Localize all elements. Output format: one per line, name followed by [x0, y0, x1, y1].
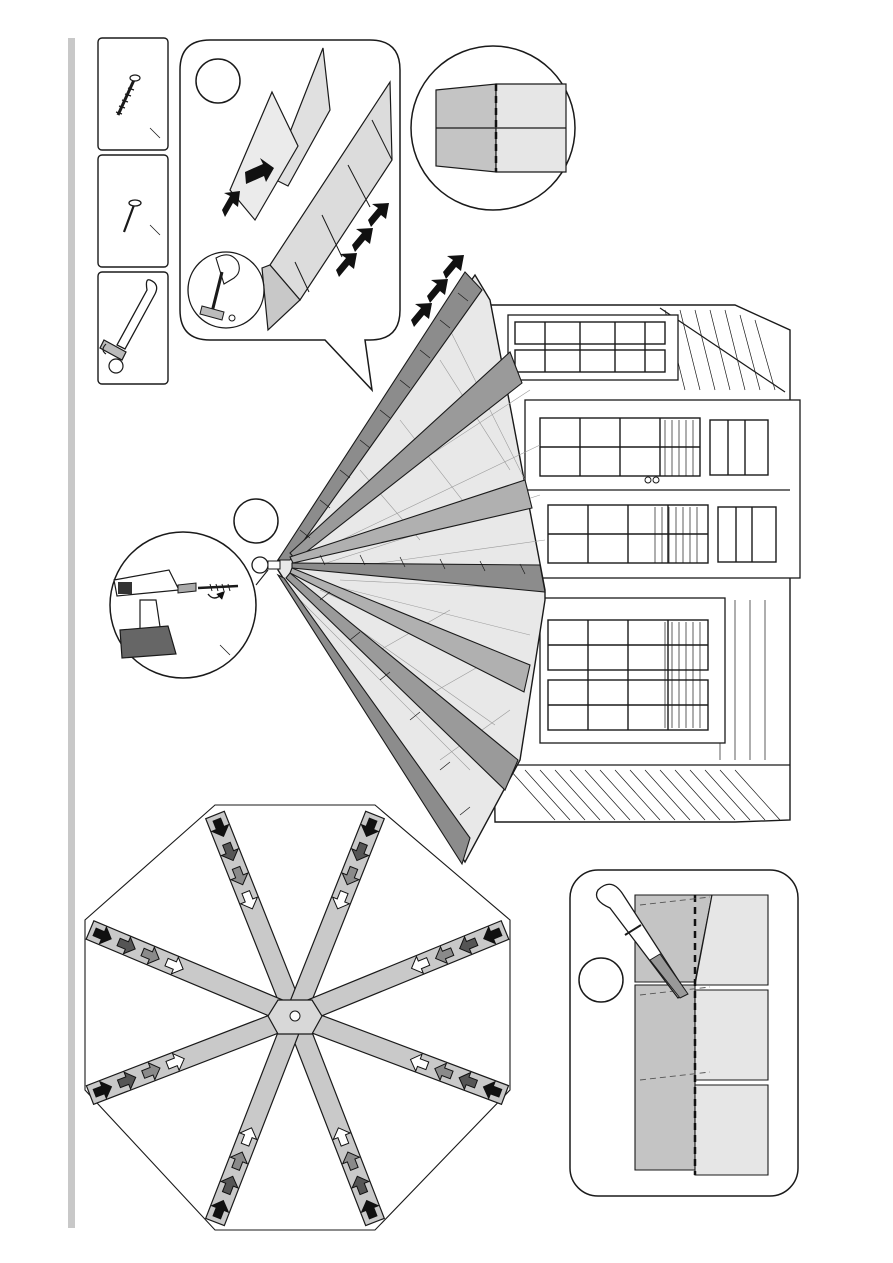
roof-ridge-strip	[278, 272, 545, 864]
shingle-cut-panels	[635, 895, 768, 1175]
page-sidebar-bar	[68, 38, 75, 1228]
shingle-overlap-icon	[436, 84, 566, 172]
tool-box-nail	[98, 155, 168, 267]
callout-drill	[110, 499, 278, 678]
roof-plan-diagram	[85, 805, 510, 1230]
step-number-circle	[234, 499, 278, 543]
tools-column	[98, 38, 168, 384]
callout-nailing	[180, 40, 400, 390]
callout-overlap	[411, 46, 575, 210]
step-number-circle	[579, 958, 623, 1002]
tool-box-screw	[98, 38, 168, 150]
step-number-circle	[196, 59, 240, 103]
roof-finial	[252, 557, 268, 573]
callout-knife	[570, 870, 798, 1196]
